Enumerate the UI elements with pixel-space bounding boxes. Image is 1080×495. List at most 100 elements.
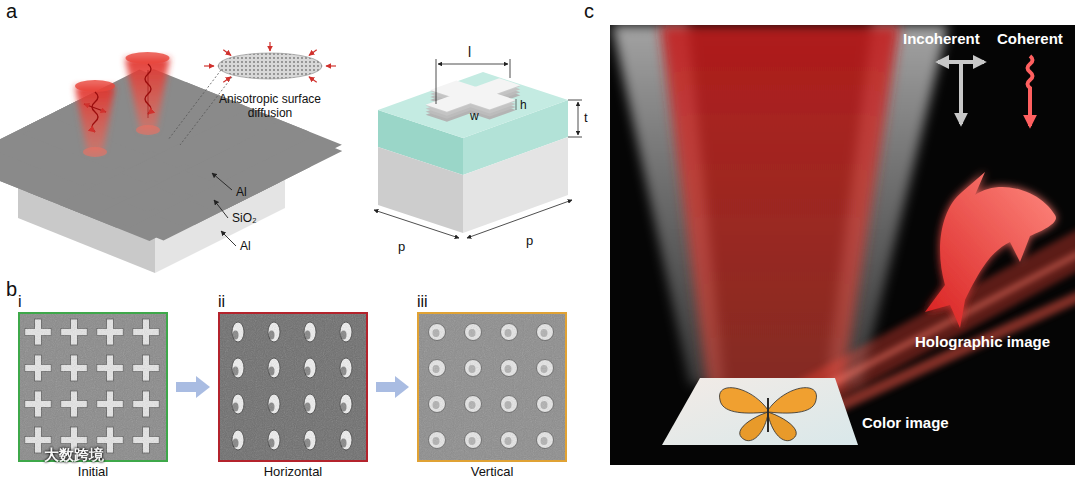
sem-panel: iiiVertical bbox=[417, 292, 567, 482]
butterfly bbox=[720, 388, 768, 413]
display-scene bbox=[660, 25, 900, 392]
laser-beam bbox=[75, 52, 170, 157]
dimension-label: p bbox=[526, 234, 533, 249]
layer-label: Al bbox=[240, 240, 251, 254]
display-scene bbox=[820, 290, 1075, 416]
dimension-line bbox=[578, 102, 579, 135]
butterfly bbox=[768, 388, 816, 413]
arrow-head bbox=[196, 376, 210, 398]
arrow-head bbox=[395, 376, 409, 398]
dimension-line bbox=[568, 100, 582, 101]
diffusion-callout bbox=[218, 53, 322, 79]
arrow-shaft bbox=[376, 382, 396, 392]
diffusion-callout bbox=[326, 65, 336, 66]
sem-noise bbox=[419, 314, 565, 460]
leader-line bbox=[212, 173, 236, 246]
unit-cell bbox=[378, 72, 568, 138]
sem-noise bbox=[20, 314, 166, 460]
incoherent-icon bbox=[959, 62, 963, 124]
watermark: 大数跨境 bbox=[44, 446, 104, 463]
sem-image bbox=[220, 314, 366, 460]
laser-beam bbox=[126, 52, 170, 64]
sem-texture bbox=[20, 314, 166, 460]
image-label: Holographic image bbox=[915, 333, 1050, 350]
laser-beam bbox=[125, 58, 170, 130]
process-arrow bbox=[376, 376, 409, 398]
laser-beam bbox=[92, 92, 98, 132]
laser-beam bbox=[83, 147, 107, 157]
panel-letter: a bbox=[6, 0, 17, 23]
panel-caption: Horizontal bbox=[218, 462, 368, 482]
unit-cell bbox=[378, 147, 463, 233]
panel-numeral: i bbox=[18, 292, 168, 312]
coherent-icon bbox=[1028, 56, 1033, 126]
laser-beam bbox=[75, 86, 115, 152]
light-type-label: Incoherent bbox=[903, 30, 980, 47]
sem-image bbox=[419, 314, 565, 460]
laser-beam bbox=[84, 104, 106, 112]
dimension-line bbox=[516, 99, 517, 110]
sem-panel: iiHorizontal bbox=[218, 292, 368, 482]
cross-antenna bbox=[407, 72, 540, 128]
dimension-line bbox=[467, 200, 572, 238]
layer-label: SiO₂ bbox=[232, 212, 257, 226]
leader-line bbox=[214, 200, 228, 218]
laser-beam bbox=[148, 70, 149, 118]
dimension-line bbox=[438, 64, 508, 65]
dimension-label: w bbox=[470, 110, 479, 124]
dimension-line bbox=[510, 59, 511, 78]
diffusion-callout bbox=[204, 65, 214, 66]
sem-texture bbox=[220, 314, 366, 460]
sem-image bbox=[20, 314, 166, 460]
dimension-line bbox=[568, 137, 582, 138]
panel-letter: c bbox=[584, 0, 594, 23]
panel-numeral: ii bbox=[218, 292, 368, 312]
diffusion-callout bbox=[309, 77, 317, 83]
butterfly bbox=[740, 412, 768, 441]
unit-cell bbox=[378, 72, 568, 233]
leader-line bbox=[212, 173, 232, 190]
laser-beam bbox=[136, 125, 160, 135]
incoherent-icon bbox=[938, 62, 984, 124]
diffusion-callout bbox=[168, 70, 221, 140]
butterfly bbox=[720, 388, 817, 441]
sem-frame bbox=[18, 312, 168, 462]
panel-caption: Vertical bbox=[417, 462, 567, 482]
sem-frame bbox=[218, 312, 368, 462]
panel-caption: Initial bbox=[18, 462, 168, 482]
dimension-label: p bbox=[398, 240, 405, 255]
callout-text: Anisotropic surface diffusion bbox=[215, 93, 325, 121]
display-scene bbox=[610, 25, 1075, 465]
panel-letter: b bbox=[6, 278, 17, 301]
butterfly bbox=[767, 398, 769, 432]
color-print-card bbox=[662, 378, 858, 445]
dolphin-hologram bbox=[925, 172, 1056, 328]
diffusion-callout bbox=[180, 77, 232, 145]
leader-line bbox=[221, 231, 236, 246]
diffusion-callout bbox=[204, 42, 336, 82]
diffusion-callout bbox=[168, 42, 336, 145]
diffusion-callout bbox=[269, 42, 270, 51]
dimension-line bbox=[436, 59, 437, 104]
sem-texture bbox=[419, 314, 565, 460]
diffusion-callout bbox=[223, 50, 231, 56]
dimension-label: l bbox=[468, 44, 471, 60]
panel-numeral: iii bbox=[417, 292, 567, 312]
process-arrow bbox=[176, 376, 210, 398]
dimension-line bbox=[374, 59, 582, 238]
butterfly bbox=[768, 412, 796, 441]
diffusion-callout bbox=[223, 77, 231, 83]
layer-label: Al bbox=[236, 186, 247, 200]
coherent-icon bbox=[1028, 56, 1033, 126]
dimension-label: h bbox=[520, 99, 527, 113]
unit-cell bbox=[463, 137, 568, 233]
dimension-line bbox=[374, 210, 459, 238]
sem-frame bbox=[417, 312, 567, 462]
light-type-label: Coherent bbox=[997, 30, 1063, 47]
arrow-shaft bbox=[176, 382, 197, 392]
image-label: Color image bbox=[862, 414, 949, 431]
sem-noise bbox=[220, 314, 366, 460]
diffusion-callout bbox=[309, 50, 317, 56]
dimension-label: t bbox=[584, 111, 588, 126]
